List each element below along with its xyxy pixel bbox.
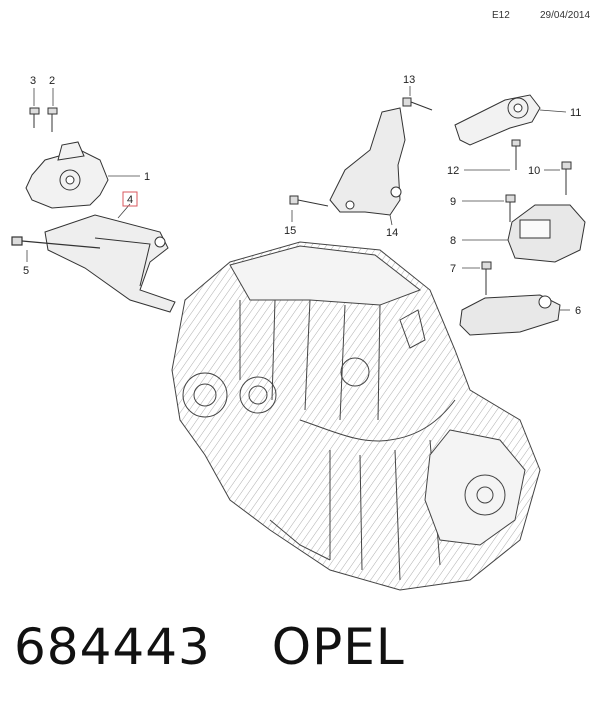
callout-3: 3 (30, 75, 36, 87)
callout-4: 4 (127, 194, 133, 206)
callout-11: 11 (570, 107, 581, 119)
engine-assembly (171, 241, 541, 591)
part-6-mount (459, 294, 561, 336)
callout-13: 13 (403, 74, 415, 86)
callout-9: 9 (450, 196, 456, 208)
callout-2: 2 (49, 75, 55, 87)
callout-4-highlight-box (122, 191, 138, 207)
callout-6: 6 (575, 305, 581, 317)
part-bolts (289, 97, 572, 295)
callout-1: 1 (144, 171, 150, 183)
callout-15: 15 (284, 225, 296, 237)
part-1-mount (25, 141, 109, 209)
part-8-mount (507, 204, 586, 263)
footer-caption: 684443 OPEL (14, 618, 405, 676)
callout-7: 7 (450, 263, 456, 275)
sheet-date: 29/04/2014 (540, 10, 591, 21)
callout-10: 10 (528, 165, 540, 177)
callout-8: 8 (450, 235, 456, 247)
callout-labels: 3 2 1 4 5 13 11 12 10 9 8 7 6 14 15 (23, 74, 581, 317)
callout-12: 12 (447, 165, 459, 177)
part-number: 684443 (14, 618, 211, 676)
part-14-bracket (329, 107, 406, 216)
brand-name: OPEL (271, 618, 405, 676)
part-4-bracket (44, 214, 176, 313)
callout-14: 14 (386, 227, 398, 239)
part-2-bolt (47, 107, 58, 132)
part-3-bolt (29, 107, 40, 128)
sheet-code: E12 (492, 10, 510, 21)
part-11-torque-rod (454, 94, 541, 146)
callout-5: 5 (23, 265, 29, 277)
part-5-bolt (11, 236, 101, 249)
leader-lines (26, 86, 570, 311)
